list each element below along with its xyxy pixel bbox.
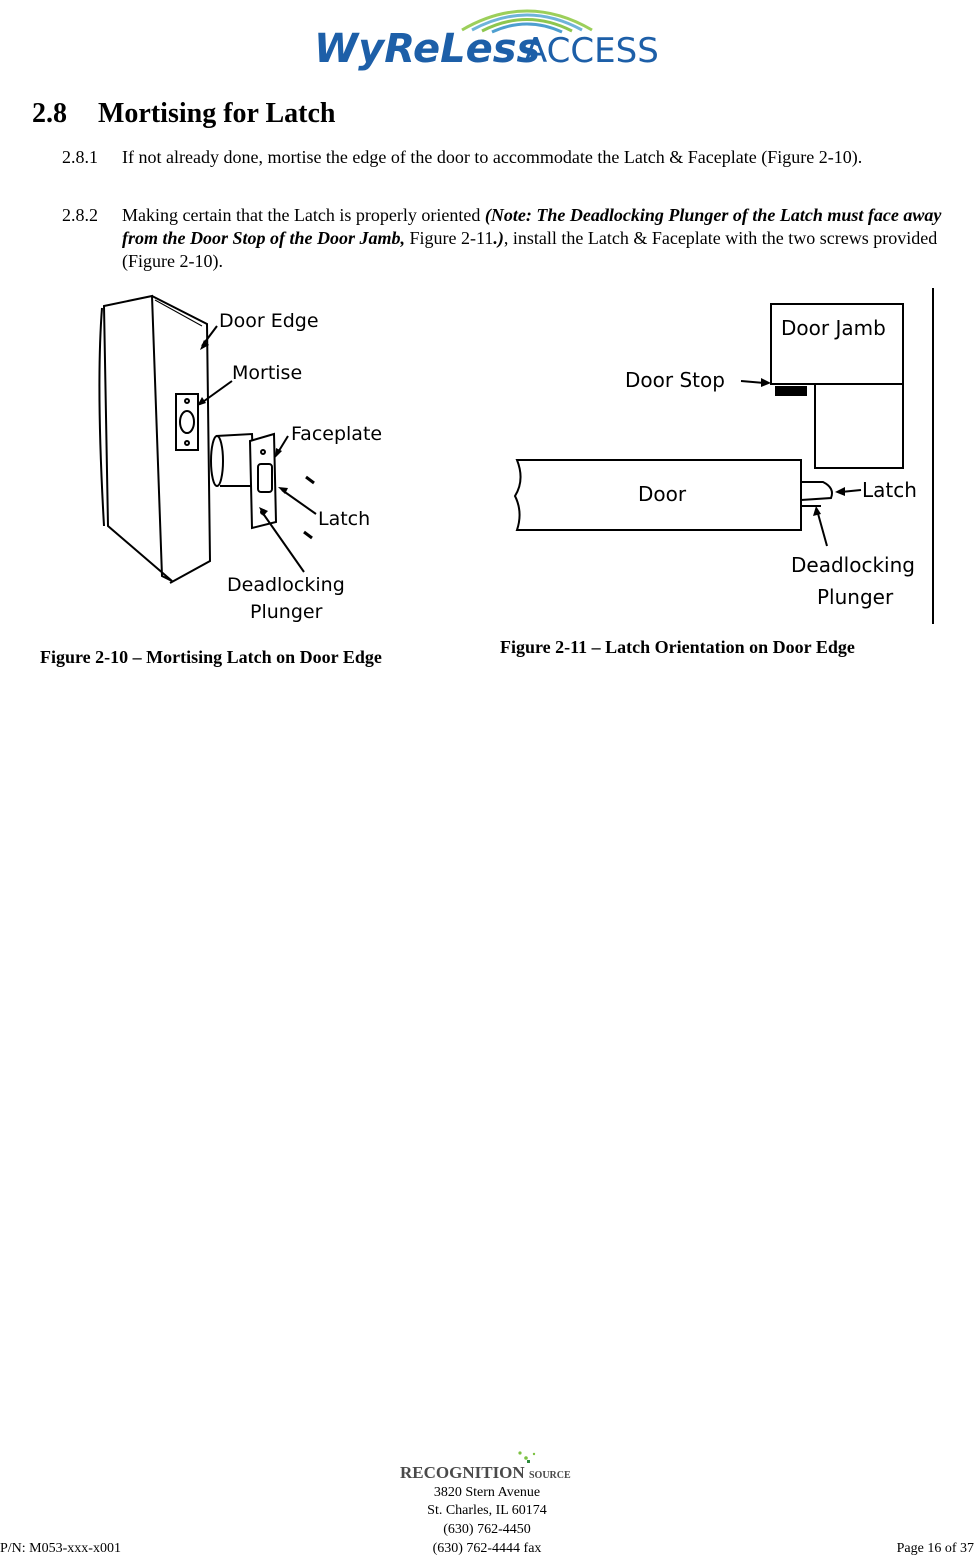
section-heading: 2.8 Mortising for Latch: [32, 98, 335, 130]
logo-source: SOURCE: [529, 1470, 571, 1481]
label-faceplate: Faceplate: [291, 423, 382, 445]
step-number: 2.8.2: [62, 205, 98, 225]
section-number: 2.8: [32, 98, 67, 129]
label-door: Door: [638, 482, 687, 506]
step-text: If not already done, mortise the edge of…: [122, 147, 863, 167]
step-text: Making certain that the Latch is properl…: [122, 204, 962, 273]
step-text-outro: , install the Latch & Faceplate with the…: [122, 228, 938, 271]
label-deadlocking: Deadlocking: [227, 574, 345, 596]
note-close: .): [493, 228, 504, 248]
figure-2-10-illustration: Door Edge Mortise Faceplate Latch Deadlo…: [98, 294, 382, 623]
figure-reference: Figure 2-11: [405, 228, 494, 248]
label-door-stop: Door Stop: [625, 368, 725, 392]
figure-2-10-caption: Figure 2-10 – Mortising Latch on Door Ed…: [40, 647, 382, 667]
label-mortise: Mortise: [232, 362, 302, 384]
label-latch: Latch: [862, 478, 917, 502]
step-2-8-1: 2.8.1 If not already done, mortise the e…: [62, 146, 962, 169]
label-latch: Latch: [318, 508, 370, 530]
label-door-edge: Door Edge: [219, 310, 319, 332]
logo-wordmark-access: ACCESS: [524, 31, 659, 71]
recognition-source-logo: RECOGNITION SOURCE: [400, 1451, 571, 1482]
wyreless-access-logo: WyReLess ACCESS: [314, 9, 659, 72]
footer-fax: (630) 762-4444 fax: [432, 1541, 542, 1556]
figure-2-11-caption: Figure 2-11 – Latch Orientation on Door …: [500, 637, 855, 657]
figure-2-11-illustration: Door Jamb Door Stop Door Latch Deadlocki…: [513, 288, 934, 624]
label-deadlocking: Deadlocking: [791, 553, 915, 577]
step-2-8-2: 2.8.2 Making certain that the Latch is p…: [62, 204, 962, 273]
footer-phone: (630) 762-4450: [443, 1522, 531, 1537]
logo-wordmark: WyReLess: [314, 26, 540, 72]
section-title: Mortising for Latch: [98, 98, 336, 129]
label-door-jamb: Door Jamb: [781, 316, 886, 340]
page-number: Page 16 of 37: [896, 1541, 974, 1556]
part-number: P/N: M053-xxx-x001: [0, 1541, 121, 1556]
step-text-intro: Making certain that the Latch is properl…: [122, 205, 485, 225]
footer-city: St. Charles, IL 60174: [427, 1503, 547, 1518]
logo-recognition: RECOGNITION: [400, 1463, 525, 1482]
step-number: 2.8.1: [62, 147, 98, 167]
footer-street: 3820 Stern Avenue: [433, 1485, 541, 1500]
label-plunger: Plunger: [250, 601, 323, 623]
step-note: (Note: The Deadlocking Plunger of the La…: [122, 205, 942, 248]
label-plunger: Plunger: [817, 585, 894, 609]
